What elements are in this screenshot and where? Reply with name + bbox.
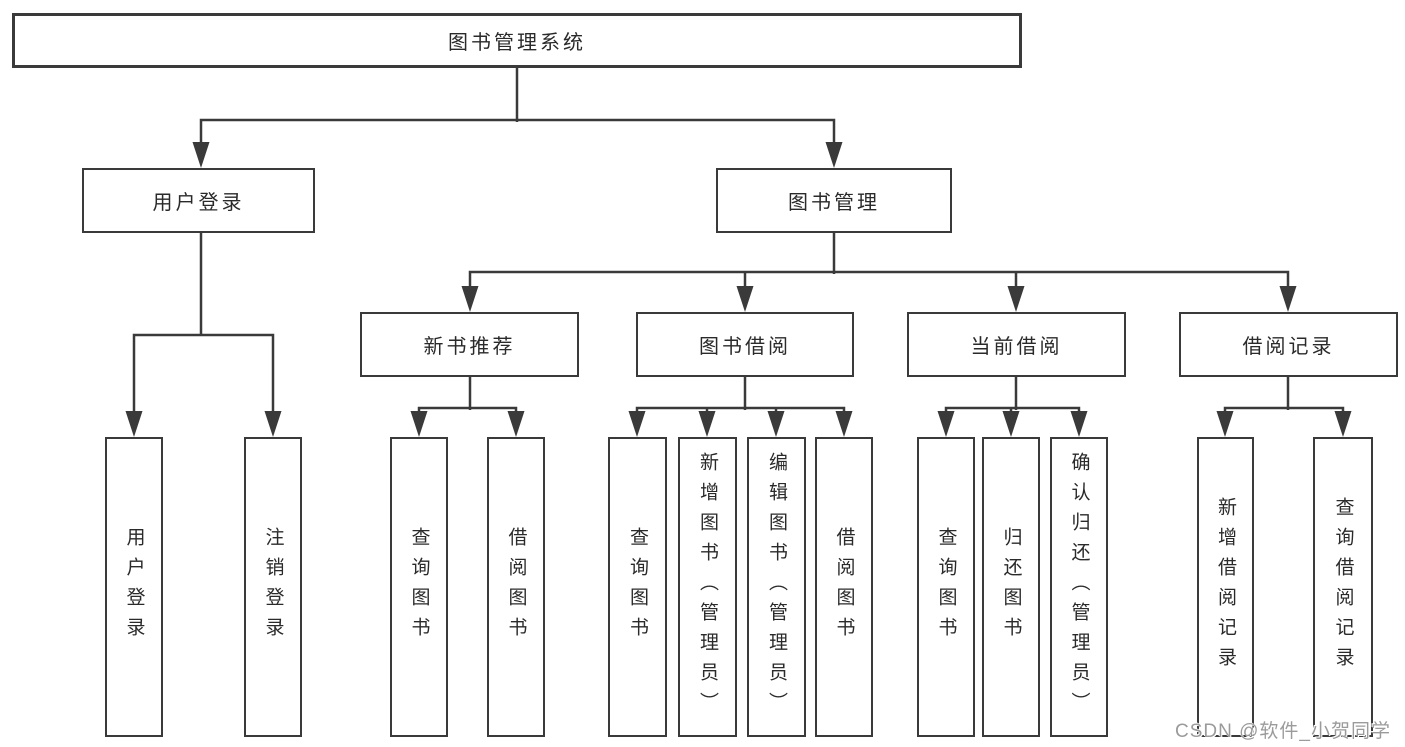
connectors: [125, 68, 1352, 437]
arrowhead: [461, 286, 479, 312]
node-current-borrowing: 当前借阅: [907, 312, 1126, 377]
node-user-login: 用户登录: [82, 168, 315, 233]
arrowhead: [736, 286, 754, 312]
connector-borrowing-branch: [635, 406, 846, 415]
node-book-management: 图书管理: [716, 168, 952, 233]
arrowhead: [1007, 286, 1025, 312]
leaf-borrowing-query-books: 查询图书: [608, 437, 667, 737]
leaf-records-query-record: 查询借阅记录: [1313, 437, 1373, 737]
arrowhead: [1216, 411, 1234, 437]
arrowhead: [507, 411, 525, 437]
arrowhead: [937, 411, 955, 437]
arrowhead: [1334, 411, 1352, 437]
node-root: 图书管理系统: [12, 13, 1022, 68]
connector-userlogin-branch: [132, 333, 275, 415]
arrowhead: [410, 411, 428, 437]
leaf-borrowing-add-books-admin: 新增图书（管理员）: [678, 437, 737, 737]
arrowhead: [767, 411, 785, 437]
leaf-borrowing-borrow-books: 借阅图书: [815, 437, 873, 737]
leaf-current-confirm-return-admin: 确认归还（管理员）: [1050, 437, 1108, 737]
leaf-current-return-books: 归还图书: [982, 437, 1040, 737]
arrowhead: [264, 411, 282, 437]
leaf-recommend-query-books: 查询图书: [390, 437, 448, 737]
arrowhead: [698, 411, 716, 437]
arrowhead: [125, 411, 143, 437]
leaf-records-add-record: 新增借阅记录: [1197, 437, 1254, 737]
connector-level3-branch: [468, 270, 1290, 290]
arrowhead: [825, 142, 843, 168]
node-book-borrowing: 图书借阅: [636, 312, 854, 377]
connector-recommend-branch: [417, 406, 518, 415]
leaf-user-login: 用户登录: [105, 437, 163, 737]
node-borrowing-records: 借阅记录: [1179, 312, 1398, 377]
arrowhead: [835, 411, 853, 437]
watermark: CSDN @软件_小贺同学: [1175, 721, 1391, 742]
arrowhead: [628, 411, 646, 437]
leaf-current-query-books: 查询图书: [917, 437, 975, 737]
leaf-borrowing-edit-books-admin: 编辑图书（管理员）: [747, 437, 806, 737]
node-new-book-recommendation: 新书推荐: [360, 312, 579, 377]
arrowhead: [1070, 411, 1088, 437]
connector-records-branch: [1223, 406, 1345, 415]
arrowhead: [1002, 411, 1020, 437]
leaf-recommend-borrow-books: 借阅图书: [487, 437, 545, 737]
arrowhead: [1279, 286, 1297, 312]
leaf-logout: 注销登录: [244, 437, 302, 737]
connector-level2-branch: [199, 118, 836, 146]
arrowhead: [192, 142, 210, 168]
